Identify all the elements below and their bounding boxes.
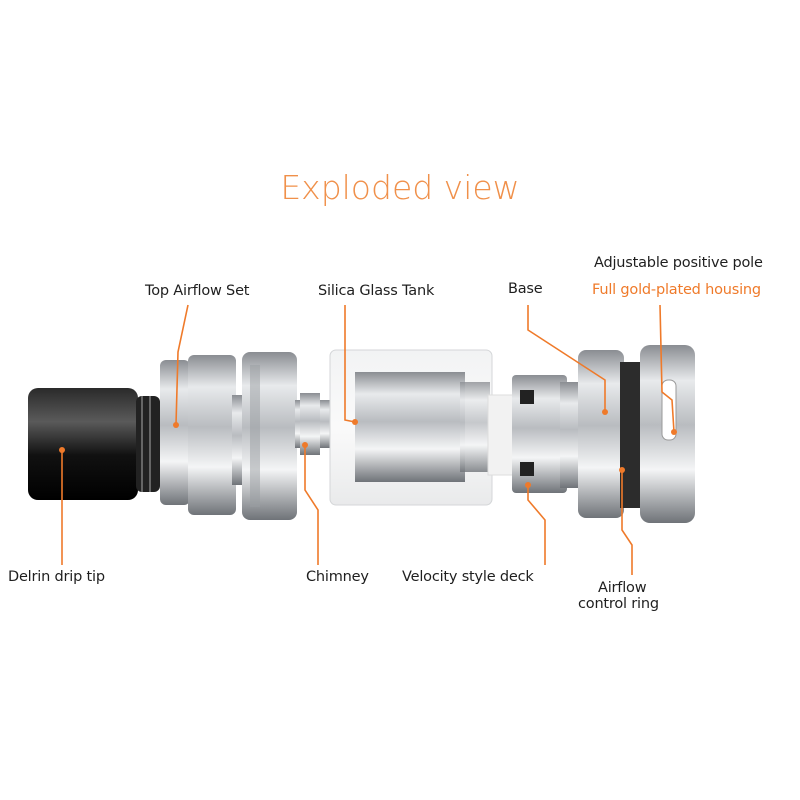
label-adjustable-positive-pole: Adjustable positive pole [594, 255, 763, 271]
label-silica-glass-tank: Silica Glass Tank [318, 283, 435, 299]
velocity-deck-part [487, 375, 567, 493]
delrin-drip-tip-part [28, 388, 160, 500]
top-airflow-set-part [160, 355, 252, 515]
label-top-airflow-set: Top Airflow Set [145, 283, 250, 299]
leader-dots [59, 409, 677, 488]
chimney-part [295, 393, 335, 455]
label-airflow-control-ring-line1: Airflow [598, 580, 647, 596]
leader-lines [61, 304, 675, 575]
label-chimney: Chimney [306, 569, 369, 585]
diagram-title: Exploded view [280, 168, 520, 207]
top-cap-ring-part [242, 352, 297, 520]
base-part [560, 345, 695, 523]
label-airflow-control-ring-line2: control ring [578, 596, 659, 612]
label-full-gold-plated-housing: Full gold-plated housing [592, 282, 761, 298]
label-delrin-drip-tip: Delrin drip tip [8, 569, 105, 585]
label-base: Base [508, 281, 543, 297]
label-velocity-style-deck: Velocity style deck [402, 569, 534, 585]
glass-tank-part [329, 349, 493, 506]
